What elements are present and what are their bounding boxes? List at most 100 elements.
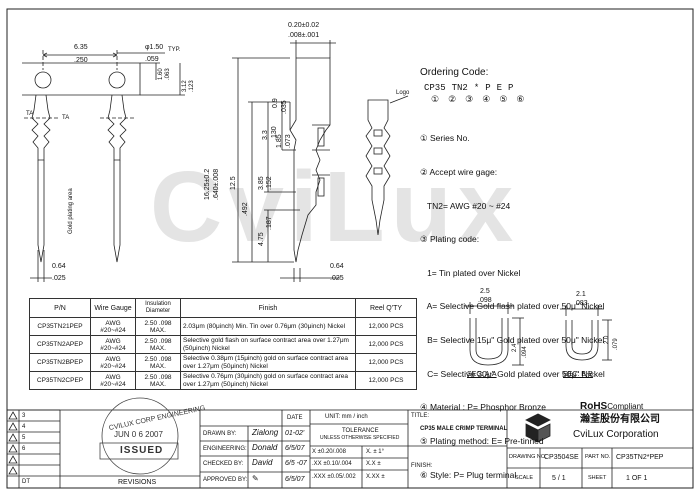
note-line: 1= Tin plated over Nickel bbox=[420, 267, 521, 278]
checked-label: CHECKED BY: bbox=[203, 461, 244, 467]
table-row: CP35TN2CPEP AWG #20~#24 2.50 .098 MAX. S… bbox=[29, 371, 417, 390]
table-row: CP35TN2BPEP AWG #20~#24 2.50 .098 MAX. S… bbox=[29, 353, 417, 372]
cell-qty: 12,000 PCS bbox=[355, 353, 417, 372]
code-num-3: ③ bbox=[465, 94, 474, 104]
dim-hole-mm: φ1.50 bbox=[145, 44, 164, 51]
dim-bottom-inch: .025 bbox=[52, 275, 66, 282]
code-num-4: ④ bbox=[482, 94, 491, 104]
dim-h3-mm: 4.75 bbox=[258, 232, 265, 246]
note-line: C= Selective 30μ" Gold plated over 50μ" … bbox=[420, 368, 605, 379]
dim-hole-inch: .059 bbox=[145, 56, 159, 63]
table-header-row: P/N Wire Gauge Insulation Diameter Finis… bbox=[29, 298, 417, 318]
stamp-date: JUN 0 6 2007 bbox=[114, 430, 163, 439]
cell-finish: Selective 0.76μm (30μinch) gold on surfa… bbox=[180, 371, 356, 390]
approved-label: APPROVED BY: bbox=[203, 477, 248, 483]
ordering-code: CP35 TN2 * P E P bbox=[424, 84, 513, 93]
cell-finish: 2.03μm (80μinch) Min. Tin over 0.76μm (3… bbox=[180, 317, 356, 336]
dim-length-inch: .640±.008 bbox=[213, 168, 220, 200]
drawing-no-label: DRAWING NO. bbox=[509, 454, 547, 460]
cell-awg: AWG #20~#24 bbox=[90, 371, 136, 390]
checked-signature: David bbox=[252, 458, 273, 467]
note-line: TN2= AWG #20 ~ #24 bbox=[420, 200, 511, 211]
sec-b-width-mm: 2.1 bbox=[576, 291, 586, 298]
drawing-title: CP35 MALE CRIMP TERMINAL bbox=[420, 426, 508, 432]
drawn-label: DRAWN BY: bbox=[203, 431, 237, 437]
dim-h2-mm: 3.85 bbox=[258, 176, 265, 190]
tol-row3-angle: X.XX ± bbox=[366, 474, 385, 480]
ta-mark-right: TA bbox=[62, 115, 70, 121]
ordering-code-numbers: ① ② ③ ④ ⑤ ⑥ bbox=[431, 95, 524, 104]
cell-finish: Selective 0.38μm (15μinch) gold on surfa… bbox=[180, 353, 356, 372]
dim-h1-inch: .492 bbox=[242, 202, 249, 216]
dim-right-d: .123 bbox=[189, 80, 195, 92]
sec-a-height-inch: .094 bbox=[522, 346, 528, 358]
note-line: ③ Plating code: bbox=[420, 234, 480, 245]
code-num-1: ① bbox=[431, 94, 440, 104]
cell-pn: CP35TN2BPEP bbox=[29, 353, 91, 372]
code-part-6: P bbox=[508, 83, 514, 93]
logo-callout: Logo bbox=[396, 90, 410, 96]
note-line: ② Accept wire gage: bbox=[420, 167, 498, 178]
rev-row-label: 5 bbox=[22, 435, 26, 441]
rev-row-label: 3 bbox=[22, 413, 26, 419]
note-line: B= Selective 15μ" Gold plated over 50μ" … bbox=[420, 335, 605, 346]
col-insulation: Insulation Diameter bbox=[135, 298, 181, 318]
rohs-mark: RoHSCompliant bbox=[580, 397, 643, 413]
rev-row-label: 4 bbox=[22, 424, 26, 430]
engineering-date: 6/5/07 bbox=[285, 445, 305, 452]
cell-finish: Selective gold flash on surface contract… bbox=[180, 335, 356, 354]
code-part-2: TN2 bbox=[451, 83, 468, 93]
tolerance-sub: UNLESS OTHERWISE SPECIFIED bbox=[320, 435, 400, 441]
table-row: CP35TN2APEP AWG #20~#24 2.50 .098 MAX. S… bbox=[29, 335, 417, 354]
cell-ins: 2.50 .098 MAX. bbox=[135, 353, 181, 372]
revisions-label: REVISIONS bbox=[118, 479, 157, 486]
ordering-title: Ordering Code: bbox=[420, 67, 489, 78]
tol-row1-angle: X. ± 1° bbox=[366, 449, 385, 455]
sheet-label: SHEET bbox=[588, 475, 607, 481]
dim-h4-mm: 3.3 bbox=[262, 130, 269, 140]
scale-label: SCALE bbox=[515, 475, 534, 481]
sec-a-width-mm: 2.5 bbox=[480, 288, 490, 295]
dt-label: DT bbox=[22, 479, 30, 485]
code-num-5: ⑤ bbox=[499, 94, 508, 104]
note-line: ⑥ Style: P= Plug terminal bbox=[420, 469, 517, 480]
col-pn: P/N bbox=[29, 298, 91, 318]
code-part-4: P bbox=[485, 83, 491, 93]
sec-a-width-inch: .098 bbox=[478, 297, 492, 304]
dim-hole-typ: TYP. bbox=[168, 47, 181, 53]
ordering-notes: ① Series No. ② Accept wire gage: TN2= AW… bbox=[420, 111, 605, 503]
code-part-5: E bbox=[496, 83, 503, 93]
dim-right-b: .063 bbox=[165, 68, 171, 80]
ta-mark-left: TA bbox=[26, 111, 34, 117]
note-line: A= Selective Gold flash plated over 50μ"… bbox=[420, 301, 605, 312]
part-no: CP35TN2*PEP bbox=[616, 454, 664, 461]
code-part-3: * bbox=[473, 83, 480, 93]
drawn-signature: Zialong bbox=[252, 428, 279, 437]
stamp-issued: ISSUED bbox=[120, 445, 164, 456]
rohs-compliant: Compliant bbox=[607, 402, 644, 411]
col-wire-gauge: Wire Gauge bbox=[90, 298, 136, 318]
approved-signature: ✎ bbox=[252, 474, 259, 483]
dim-h5-inch: .073 bbox=[285, 134, 292, 148]
sec-a-height-mm: 2.4 bbox=[512, 343, 518, 352]
rev-row-label: 6 bbox=[22, 446, 26, 452]
rohs-text: RoHS bbox=[580, 401, 608, 412]
company-name-cn: 瀚荃股份有限公司 bbox=[580, 414, 660, 425]
engineering-signature: Donald bbox=[252, 443, 278, 452]
code-num-6: ⑥ bbox=[516, 94, 525, 104]
cell-pn: CP35TN21PEP bbox=[29, 317, 91, 336]
col-reel-qty: Reel Q'TY bbox=[355, 298, 417, 318]
dim-h3-inch: .187 bbox=[266, 216, 273, 230]
col-finish: Finish bbox=[180, 298, 356, 318]
approved-date: 6/5/07 bbox=[285, 476, 305, 483]
dim-bottom-mm: 0.64 bbox=[52, 263, 66, 270]
sec-b-width-inch: .083 bbox=[574, 300, 588, 307]
tol-row3-linear: .XXX ±0.05/.002 bbox=[312, 474, 356, 480]
dim-pitch-mm: 6.35 bbox=[74, 44, 88, 51]
title-label: TITLE: bbox=[411, 413, 430, 419]
finish-label: FINISH: bbox=[411, 463, 433, 469]
sec-b-height-inch: .079 bbox=[613, 338, 619, 350]
scale-value: 5 / 1 bbox=[552, 475, 566, 482]
dim-right-c: 3.12 bbox=[182, 80, 188, 92]
